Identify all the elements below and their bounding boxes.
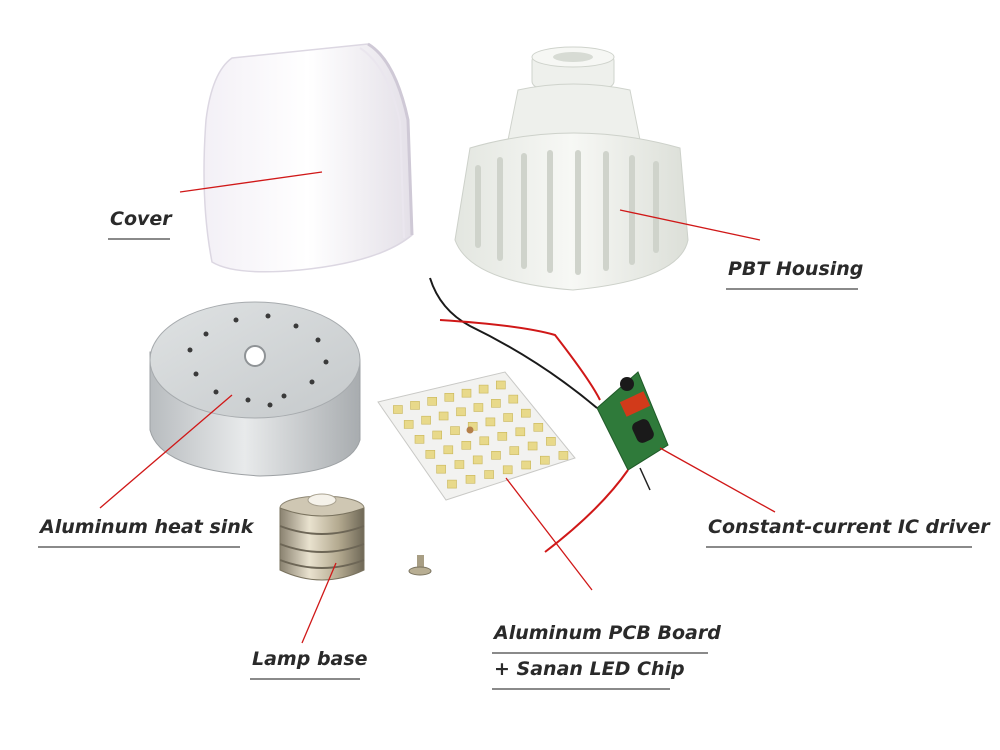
leader-cover <box>179 171 323 193</box>
leader-driver <box>659 447 776 513</box>
led-chip <box>495 380 506 390</box>
led-chip <box>485 417 496 427</box>
led-chip <box>527 441 538 451</box>
led-chip <box>461 388 472 398</box>
pbt-housing-part <box>454 46 689 291</box>
led-chip <box>450 426 460 435</box>
led-chip <box>444 392 455 402</box>
ic-driver-part <box>596 371 669 491</box>
label-cover: Cover <box>110 208 172 230</box>
led-chip <box>425 449 436 459</box>
led-chip <box>491 398 501 408</box>
led-chip <box>533 422 544 432</box>
led-chip <box>478 384 489 394</box>
led-chip <box>509 446 520 455</box>
led-chip <box>508 394 519 404</box>
led-chip <box>403 420 414 429</box>
led-chip <box>436 464 446 474</box>
leader-lines <box>99 171 776 644</box>
label-pbt-housing-underline <box>726 288 858 290</box>
leader-housing <box>619 209 761 241</box>
led-chip <box>503 413 513 422</box>
led-chip <box>456 407 466 417</box>
led-chip <box>438 411 449 421</box>
label-pcb-line2-underline <box>492 688 670 690</box>
led-chip <box>502 465 513 475</box>
lamp-base-part <box>279 493 365 581</box>
led-chip <box>447 479 457 489</box>
led-chip <box>414 434 425 444</box>
led-chip <box>546 436 556 446</box>
leader-pcb <box>505 477 593 591</box>
cover-part <box>203 42 414 273</box>
led-chip <box>491 450 501 460</box>
label-heat-sink: Aluminum heat sink <box>40 516 254 538</box>
led-chip <box>427 396 438 406</box>
led-chip <box>515 427 526 437</box>
label-pcb-line1: Aluminum PCB Board <box>494 622 721 644</box>
led-chip <box>473 403 484 412</box>
led-chip <box>520 408 531 418</box>
led-chip <box>461 440 472 450</box>
led-chip <box>393 405 403 414</box>
leader-heat-sink <box>99 394 233 509</box>
led-chip <box>454 460 465 469</box>
led-chip <box>521 460 532 470</box>
label-lamp-base-underline <box>250 678 360 680</box>
led-chip <box>558 451 569 460</box>
led-chip <box>432 430 443 440</box>
led-chip <box>479 436 490 446</box>
label-ic-driver: Constant-current IC driver <box>708 516 990 538</box>
label-pcb-line2: + Sanan LED Chip <box>494 658 685 680</box>
label-pcb-line1-underline <box>492 652 708 654</box>
led-chip <box>472 455 483 465</box>
led-chip <box>410 401 420 410</box>
label-heat-sink-underline <box>38 546 240 548</box>
led-chip <box>484 470 494 479</box>
led-chip <box>443 445 454 455</box>
led-chip <box>539 455 550 465</box>
pcb-board-part <box>377 371 576 501</box>
label-ic-driver-underline <box>706 546 972 548</box>
label-cover-underline <box>108 238 170 240</box>
led-chip <box>497 431 508 441</box>
label-pbt-housing: PBT Housing <box>728 258 864 280</box>
label-lamp-base: Lamp base <box>252 648 368 670</box>
rivet-part <box>408 555 432 576</box>
led-chip <box>421 415 431 425</box>
leader-lamp-base <box>301 562 337 644</box>
heat-sink-part <box>149 301 361 477</box>
led-chip <box>465 474 476 484</box>
led-chip-grid <box>393 380 569 489</box>
